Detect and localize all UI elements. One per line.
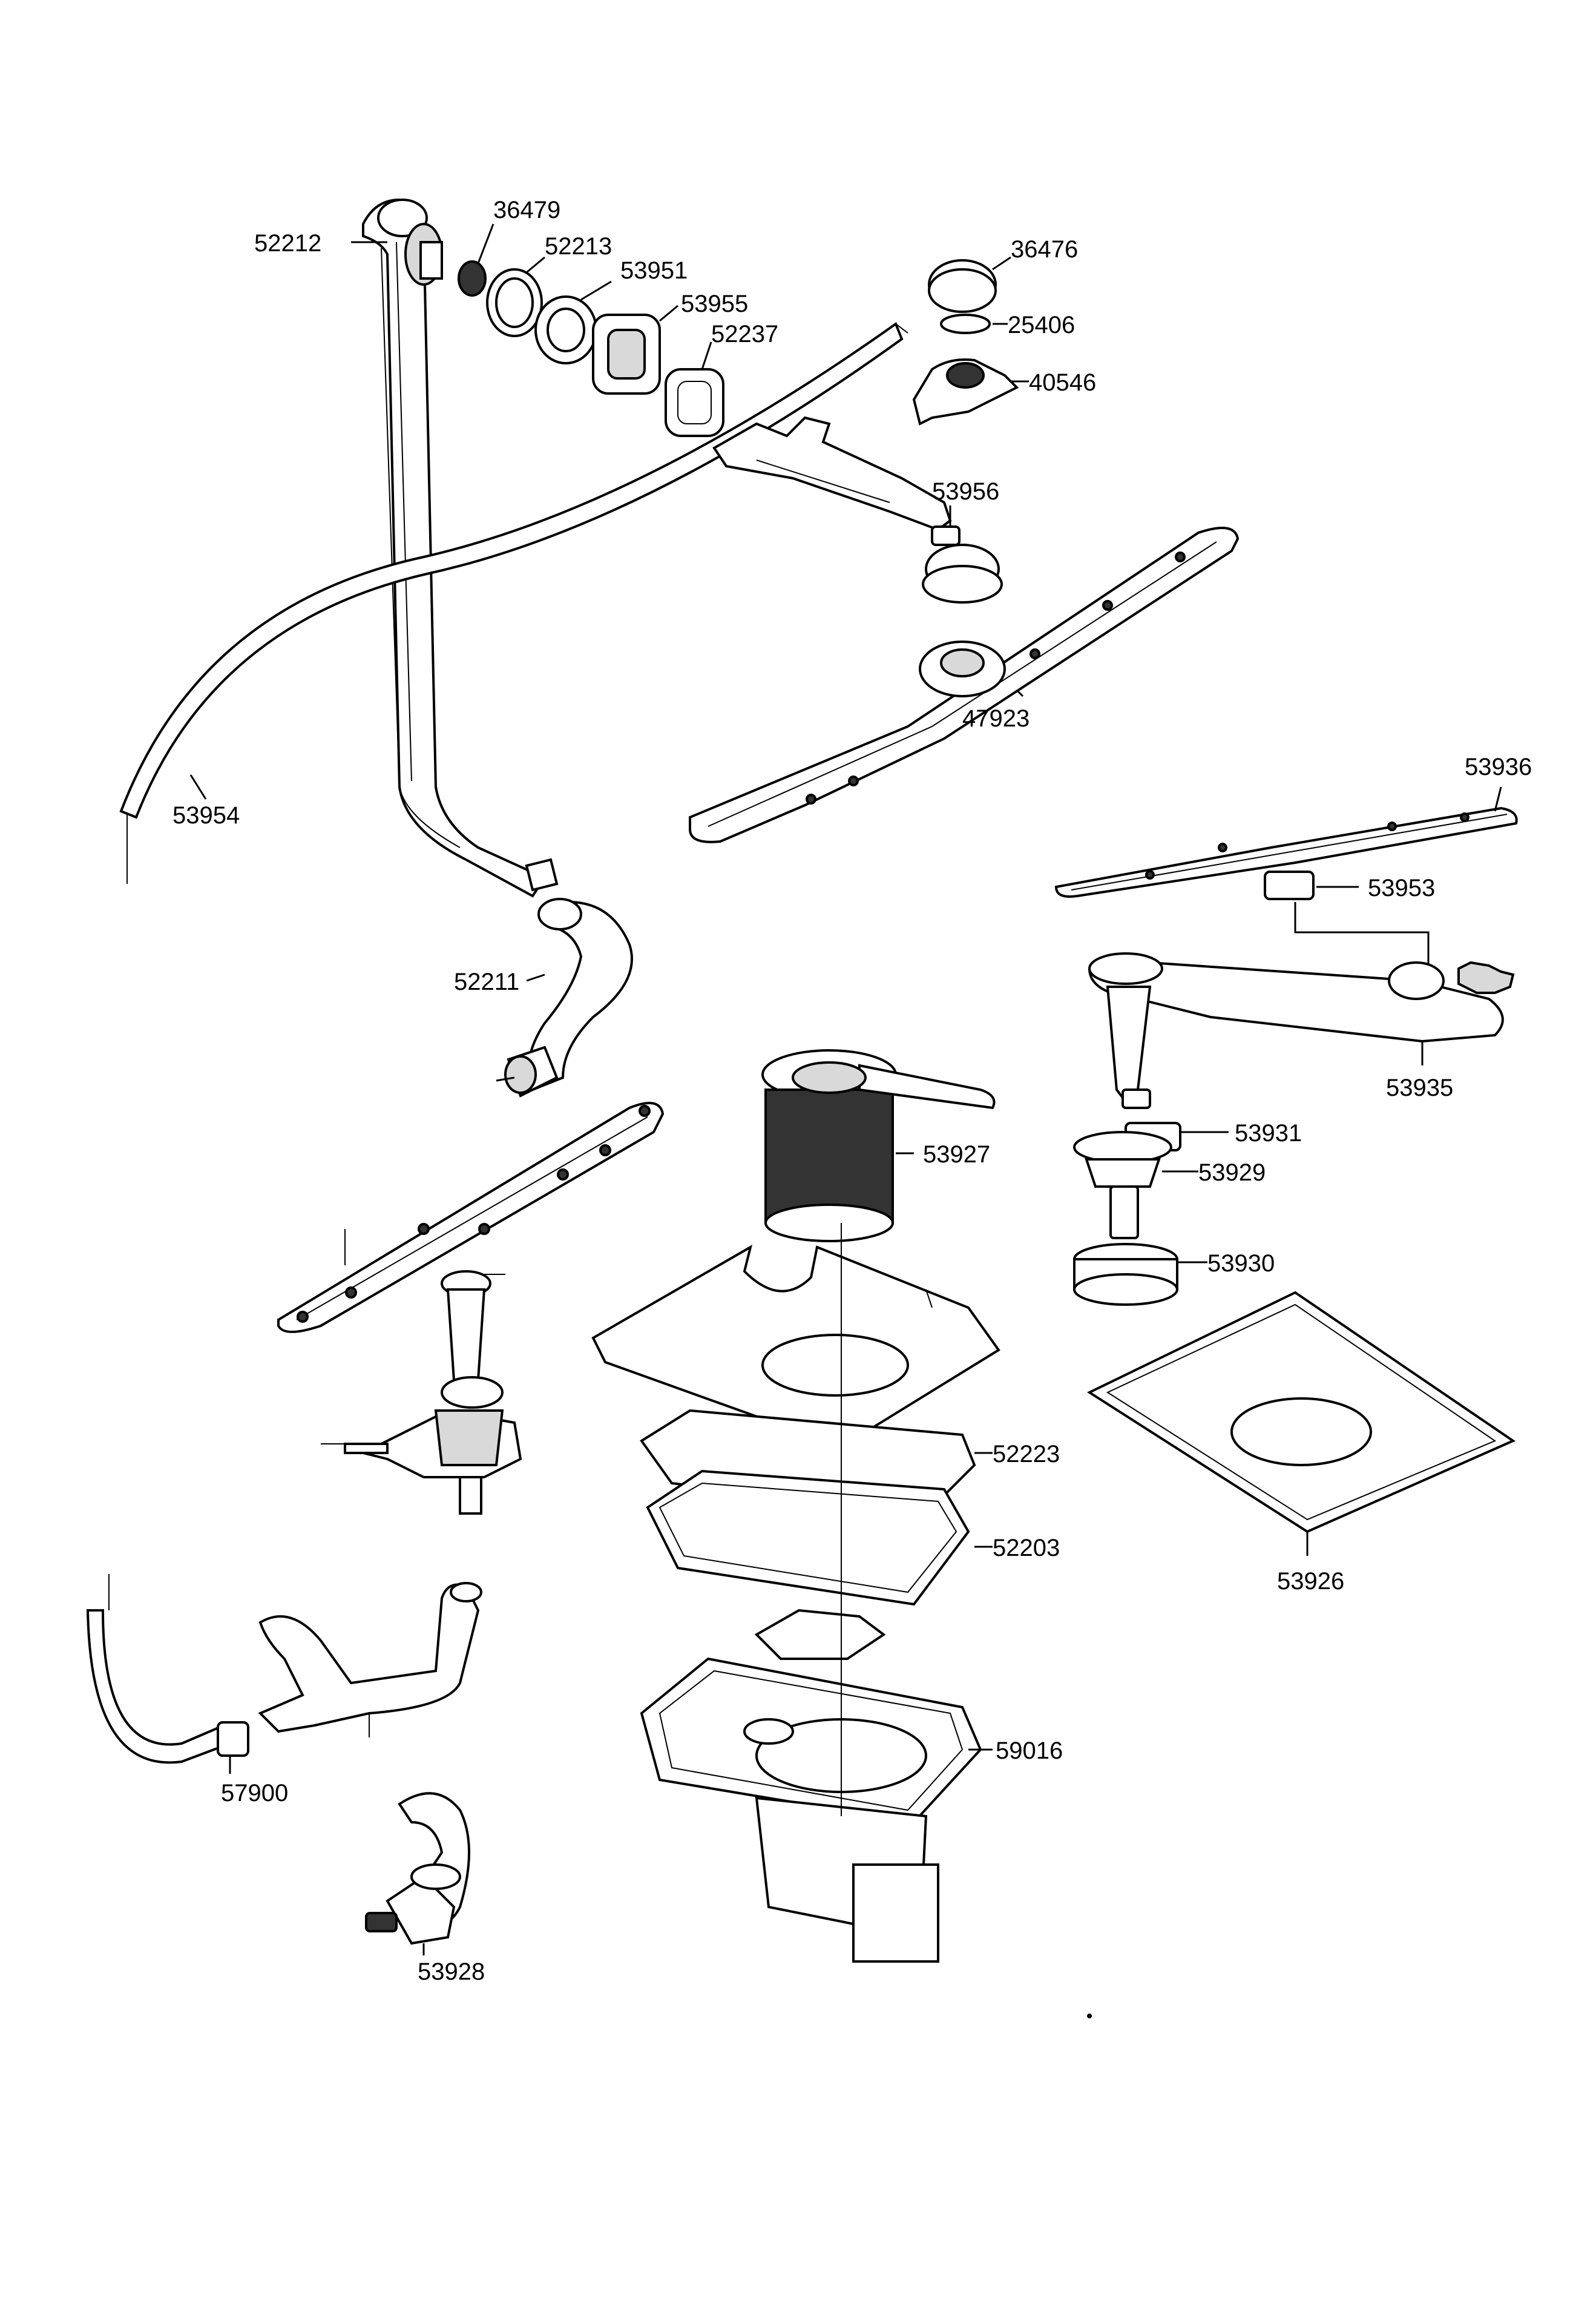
gasket-52237-part: [665, 368, 724, 437]
label-40546: 40546: [1029, 369, 1096, 396]
label-52212: 52212: [254, 230, 321, 257]
sump-cover-53926-part: [1086, 1291, 1516, 1533]
label-53956: 53956: [932, 478, 999, 505]
label-53928: 53928: [418, 1958, 485, 1985]
label-53954: 53954: [172, 802, 240, 829]
nut-53930-part: [1073, 1243, 1178, 1306]
label-53931: 53931: [1235, 1120, 1302, 1147]
drain-hose-part: [86, 1574, 482, 1764]
label-53927: 53927: [923, 1141, 990, 1168]
sump-59016-part: [640, 1609, 982, 1963]
nut-53951-part: [534, 295, 597, 364]
label-53935: 53935: [1386, 1075, 1453, 1101]
label-36479: 36479: [493, 197, 560, 223]
label-52223: 52223: [993, 1441, 1060, 1467]
label-52211: 52211: [454, 969, 519, 995]
upper-conduit-part: [712, 416, 952, 532]
label-53930: 53930: [1207, 1250, 1275, 1277]
label-52203: 52203: [993, 1535, 1060, 1561]
long-hose-part: [119, 321, 908, 884]
lower-spray-arm-part: [277, 1102, 665, 1333]
spray-cap-36476-part: [928, 259, 997, 313]
label-53926: 53926: [1277, 1568, 1344, 1595]
filter-plate-part: [591, 1244, 1000, 1449]
manifold-53955-part: [592, 314, 661, 395]
gasket-52203-part: [646, 1469, 970, 1606]
spray-arm-53936-part: [1054, 806, 1518, 898]
filter-53927-part: [761, 1049, 996, 1242]
supply-tube-part: [362, 198, 547, 898]
adapter-53953-part: [1264, 871, 1315, 900]
label-47923: 47923: [962, 705, 1030, 732]
label-53953: 53953: [1368, 875, 1435, 901]
label-53936: 53936: [1465, 754, 1532, 780]
nozzle-53929-part: [1073, 1131, 1172, 1239]
spray-arm-47923-part: [689, 527, 1240, 843]
hub-40546-part: [912, 358, 1019, 426]
spray-hub-part: [922, 544, 1003, 604]
label-57900: 57900: [221, 1780, 288, 1806]
drain-elbow-53928-part: [365, 1792, 470, 1945]
label-52237: 52237: [711, 321, 778, 347]
small-ring-part: [458, 260, 487, 297]
label-59016: 59016: [996, 1737, 1063, 1764]
clip-53956-part: [931, 525, 961, 546]
label-53951: 53951: [620, 257, 688, 284]
washer-25406-part: [940, 314, 991, 334]
hose-52211-part: [504, 858, 633, 1098]
label-36476: 36476: [1011, 236, 1078, 263]
label-53955: 53955: [681, 291, 748, 317]
label-52213: 52213: [545, 233, 612, 260]
label-25406: 25406: [1008, 312, 1075, 338]
spray-arm-53935-part: [1088, 952, 1515, 1109]
wash-arm-support-part: [344, 1270, 522, 1515]
label-53929: 53929: [1198, 1159, 1266, 1186]
